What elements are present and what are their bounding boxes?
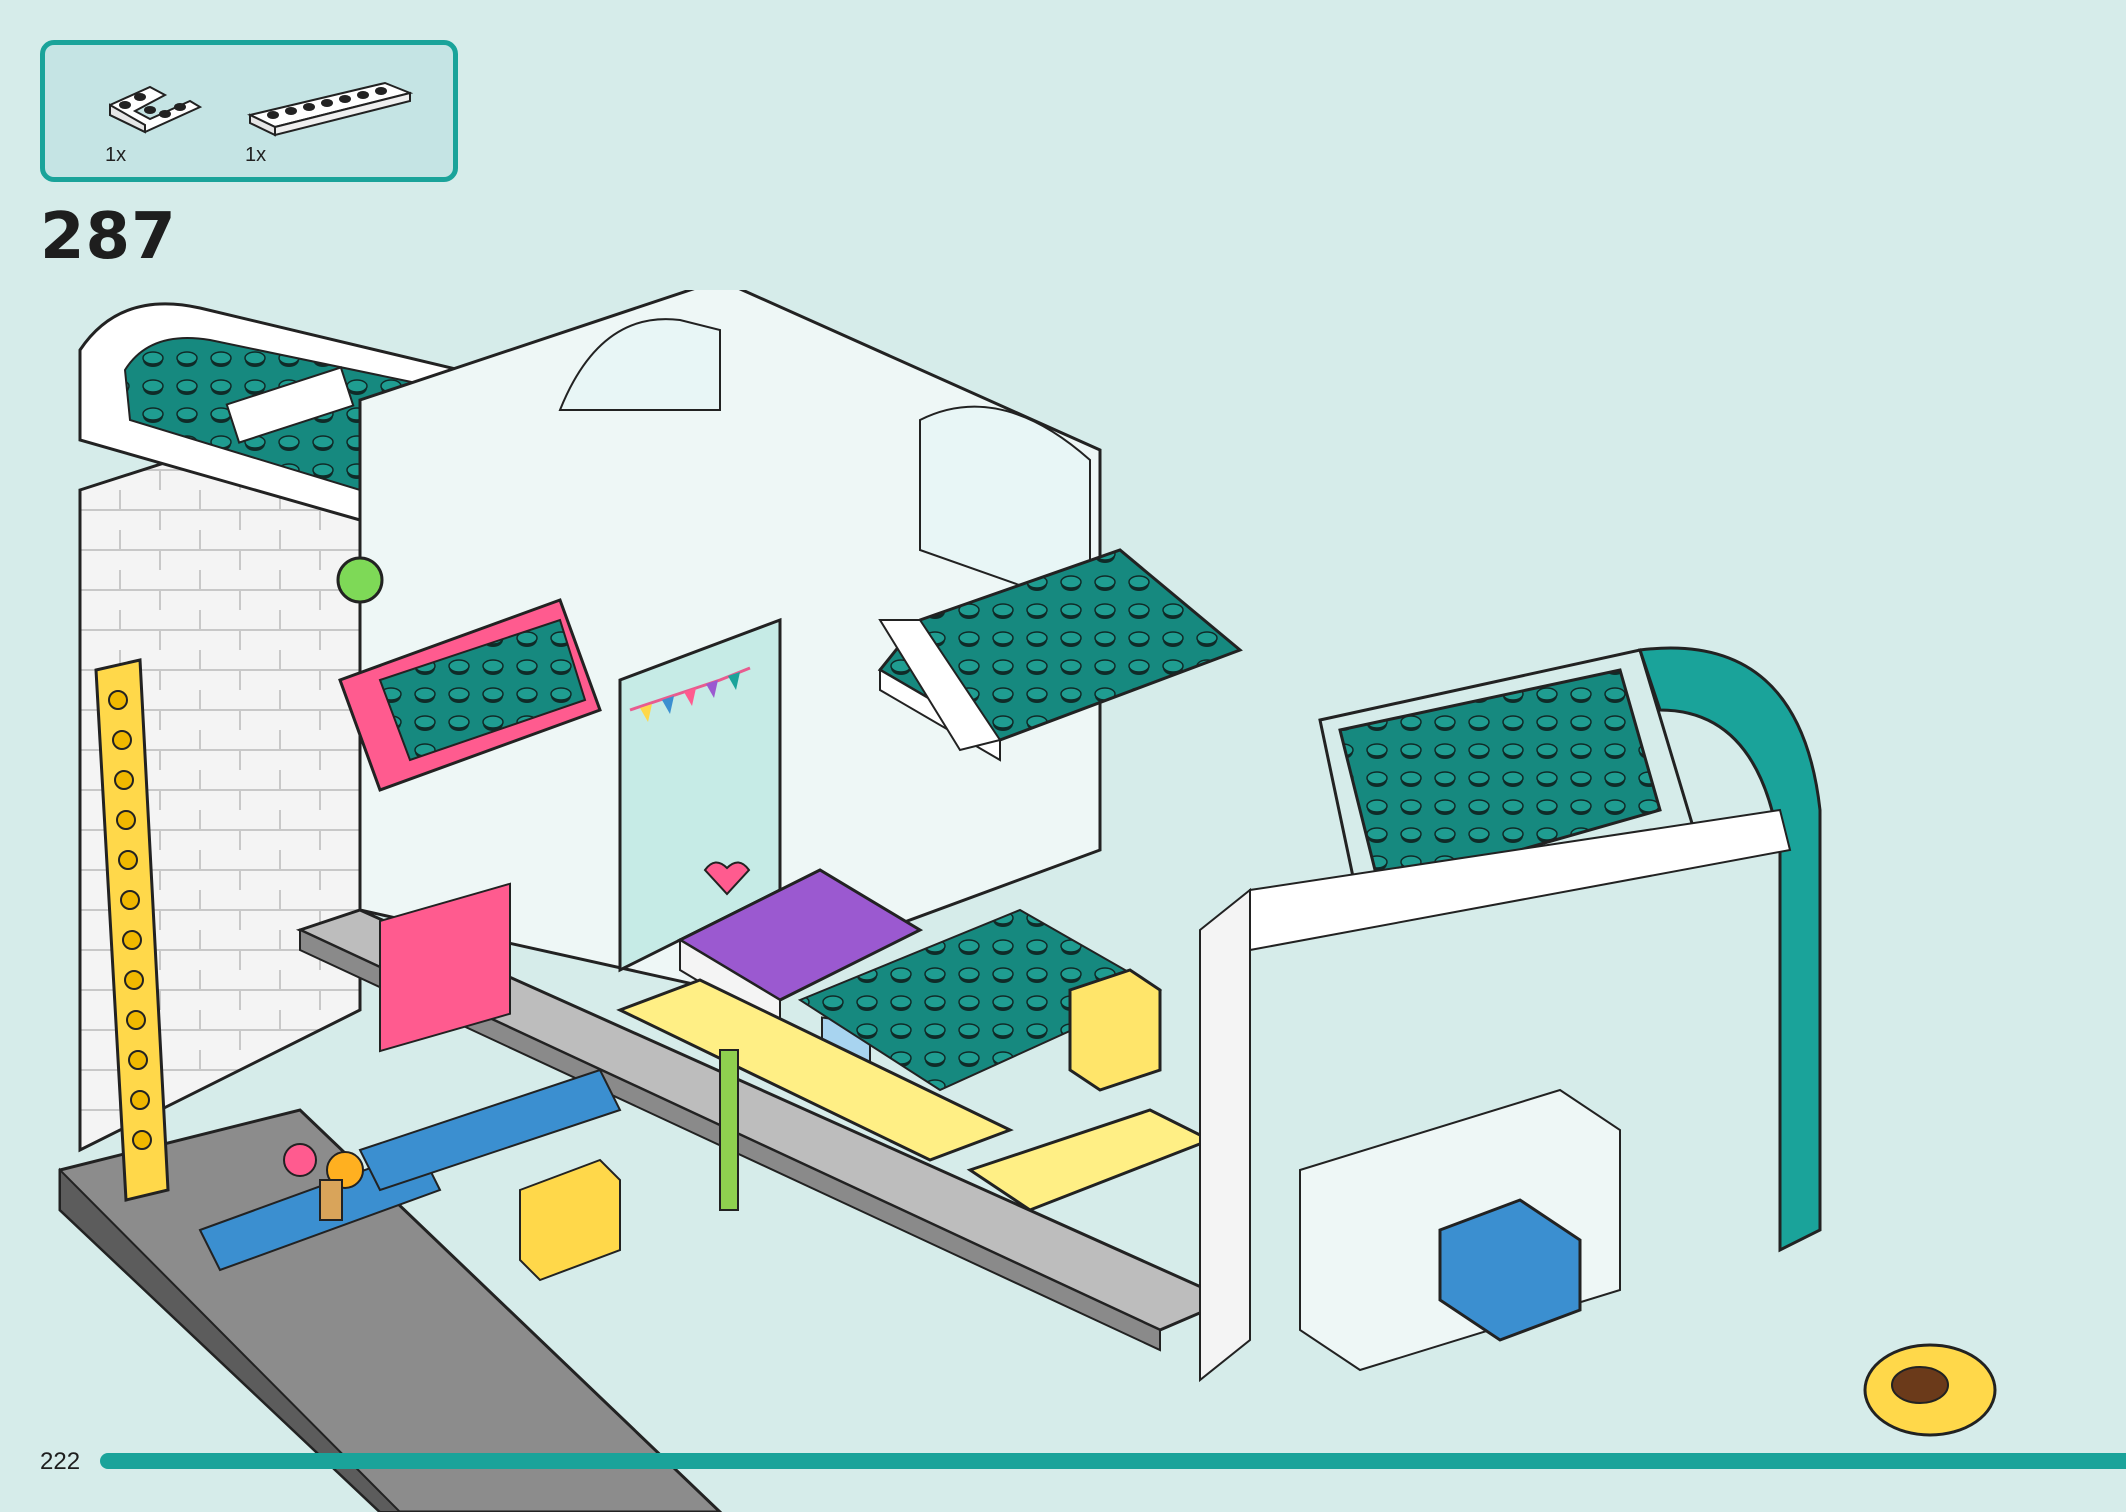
corner-plate-icon — [109, 85, 203, 134]
flower-decoration — [283, 1143, 364, 1221]
long-plate-icon — [247, 81, 414, 137]
progress-bar — [100, 1453, 2126, 1469]
parts-callout-box: 1x 1x — [40, 40, 458, 182]
part-long-plate: 1x — [245, 77, 415, 166]
page-number: 222 — [40, 1448, 81, 1475]
build-illustration — [58, 290, 1997, 1512]
step-number: 287 — [40, 200, 177, 274]
quantity-label: 1x — [105, 144, 127, 166]
part-corner-plate: 1x — [105, 77, 205, 166]
quantity-label: 1x — [245, 144, 267, 166]
